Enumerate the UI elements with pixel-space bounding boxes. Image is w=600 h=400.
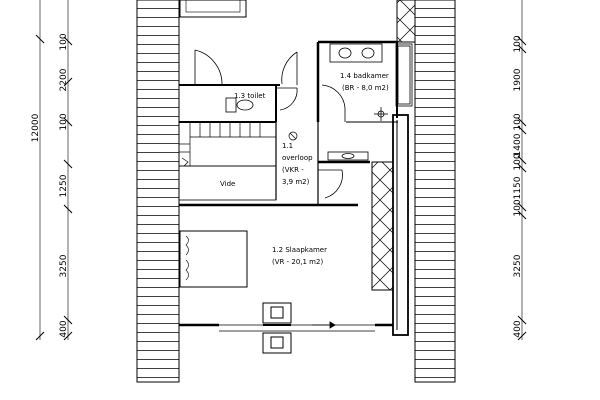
label-slaapkamer-area: (VR - 20,1 m2) [272,258,323,266]
dimension-left [35,0,73,341]
dim-right-2: 100 [513,113,523,130]
vide-area [178,165,277,201]
dim-right-8: 400 [513,320,523,337]
label-overloop-3: (VKR - [282,166,304,174]
chimney [262,302,292,354]
dim-right-7: 3250 [513,254,523,277]
bed-top [179,0,247,18]
dim-left-4: 3250 [59,254,69,277]
label-slaapkamer-name: 1.2 Slaapkamer [272,246,327,254]
dim-left-1: 2200 [59,68,69,91]
roof-slope-right [414,0,456,383]
dim-right-5: 1150 [513,176,523,199]
doors [194,49,346,199]
bed-bottom [179,230,248,288]
label-badkamer-name: 1.4 badkamer [340,72,389,80]
dim-right-3: 1400 [513,133,523,156]
direction-arrow [312,321,336,329]
label-overloop-1: 1.1 [282,142,293,150]
label-overloop-4: 3,9 m2) [282,178,310,186]
staircase [178,121,298,167]
wardrobe [371,161,394,291]
label-toilet: 1.3 toilet [234,92,266,100]
roof-slope-left [136,0,180,383]
dimension-right [517,0,527,341]
dim-right-4: 100 [513,153,523,170]
toilet-fixture [225,97,254,113]
label-vide: Vide [220,180,235,188]
closet-top-right [396,0,416,43]
dim-right-6: 100 [513,199,523,216]
dim-left-total: 12000 [31,113,41,142]
dim-left-5: 400 [59,320,69,337]
dim-left-2: 100 [59,113,69,130]
dim-left-0: 100 [59,33,69,50]
label-overloop-2: overloop [282,154,313,162]
dimension-right-labels: 100 1900 100 1400 100 1150 100 3250 400 [513,35,523,337]
label-badkamer-area: (BR - 8,0 m2) [342,84,389,92]
window-front [219,324,375,332]
dim-right-0: 100 [513,35,523,52]
dimension-left-labels: 12000 100 2200 100 1250 3250 400 [31,33,69,337]
dim-right-1: 1900 [513,68,523,91]
dim-left-3: 1250 [59,174,69,197]
bathroom-fixtures [327,43,413,161]
room-labels: 1.4 badkamer (BR - 8,0 m2) 1.3 toilet 1.… [220,72,389,266]
